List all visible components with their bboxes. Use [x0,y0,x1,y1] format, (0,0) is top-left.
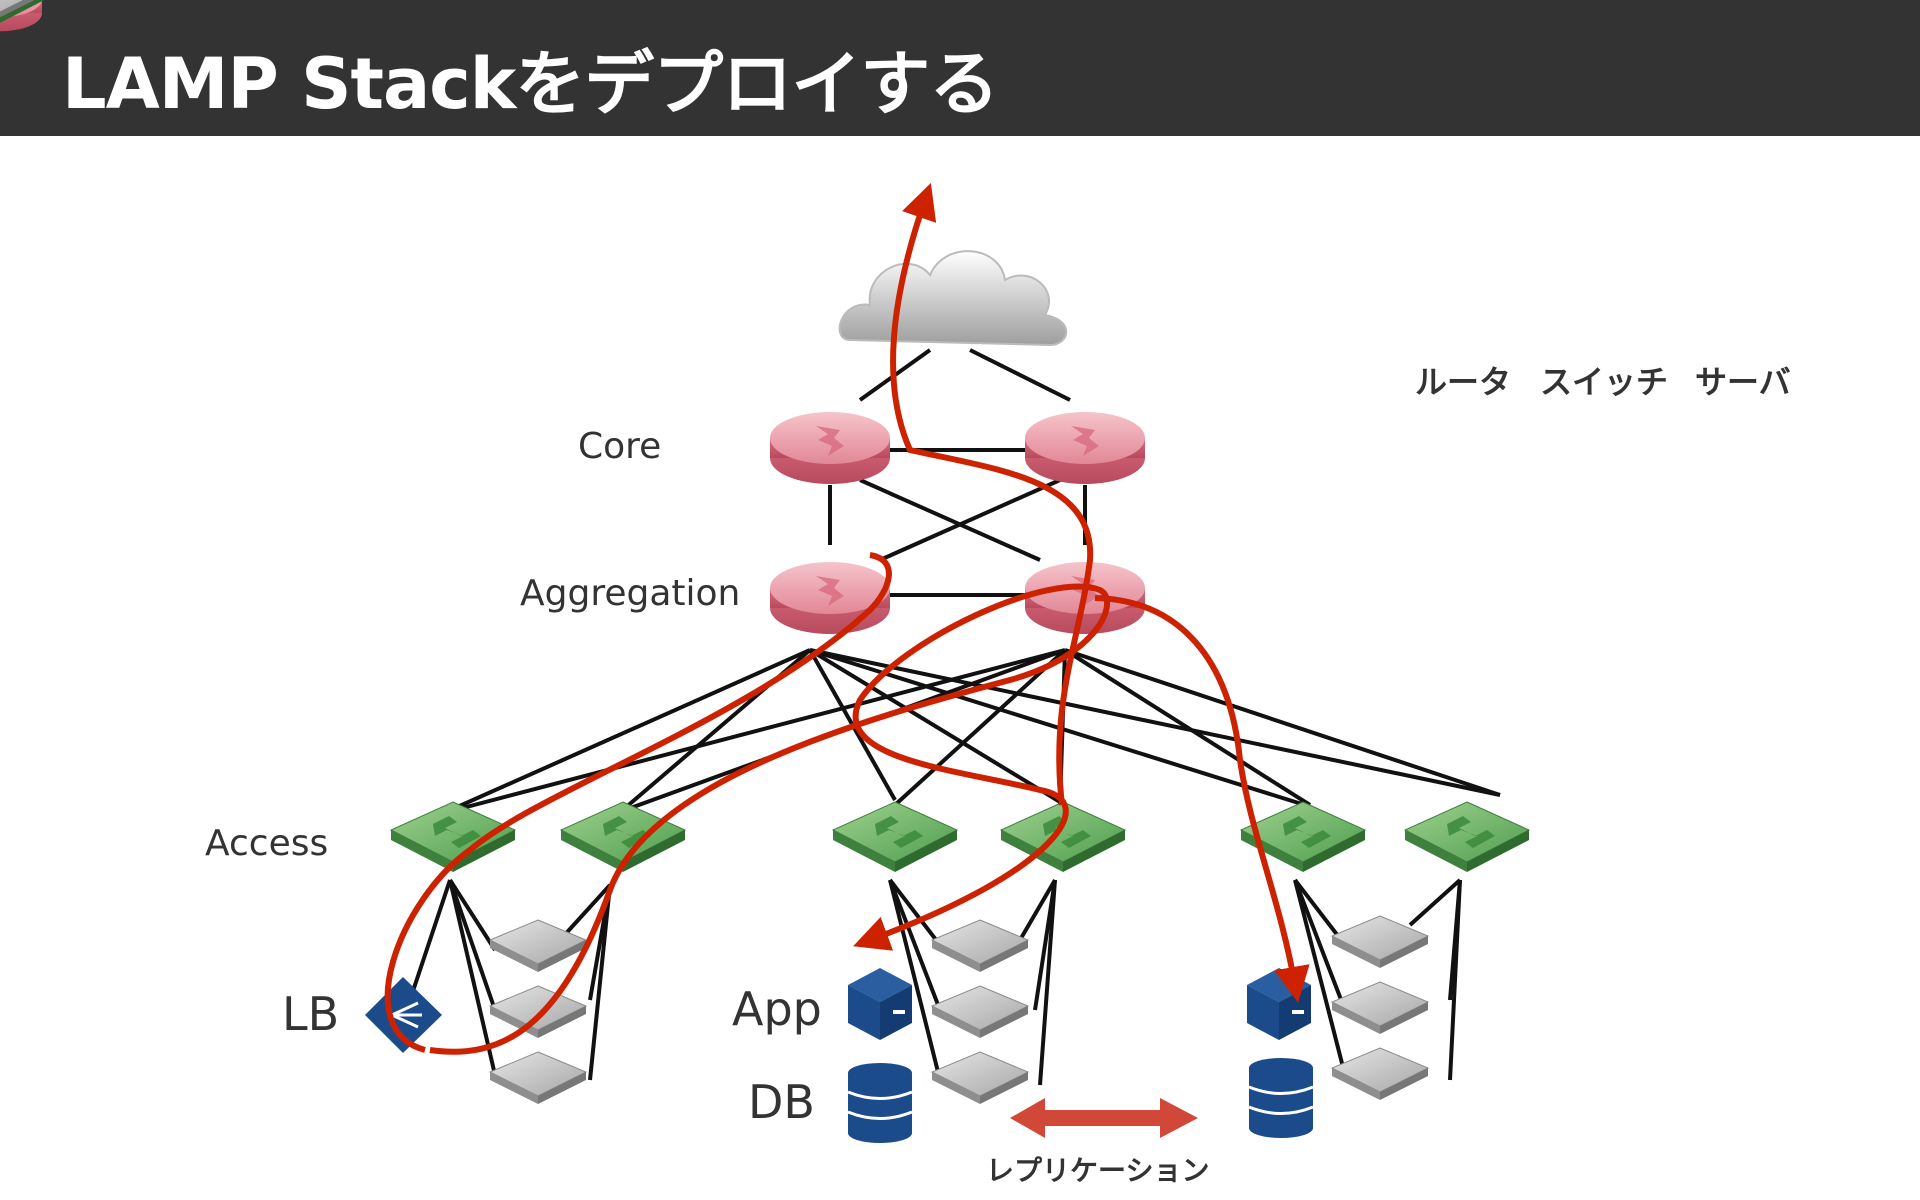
server-icon [489,985,587,1039]
app-icon [1247,968,1311,1040]
server-icon [931,919,1029,973]
replication-label: レプリケーション [986,1154,1209,1187]
server-icon [931,1051,1029,1105]
router-icon [1025,412,1145,484]
app-label: App [732,982,822,1036]
legend-switch-label: スイッチ [1540,363,1668,401]
app-icon [848,968,912,1040]
switch-icon [832,801,958,873]
db-icon [847,1063,913,1143]
lb-icon [365,977,442,1053]
db-icon [1248,1058,1314,1138]
legend-router-label: ルータ [1415,363,1511,401]
server-icon [489,1051,587,1105]
cloud-icon [838,250,1068,347]
lb-label: LB [282,987,339,1041]
server-icon [1331,981,1429,1035]
core-label: Core [578,426,661,467]
title-bar: LAMP Stackをデプロイする [0,0,1920,136]
traffic-flow [384,182,1310,1055]
access-label: Access [205,823,328,864]
legend-server-label: サーバ [1695,363,1791,401]
replication-arrow [1010,1098,1198,1138]
server-icon [931,985,1029,1039]
network-links [408,348,1501,1086]
switch-icon [1404,801,1530,873]
router-icon [770,562,890,634]
aggregation-label: Aggregation [520,573,740,614]
router-icon [770,412,890,484]
db-label: DB [748,1075,815,1129]
server-icon [1331,1047,1429,1101]
page-title: LAMP Stackをデプロイする [62,43,999,125]
